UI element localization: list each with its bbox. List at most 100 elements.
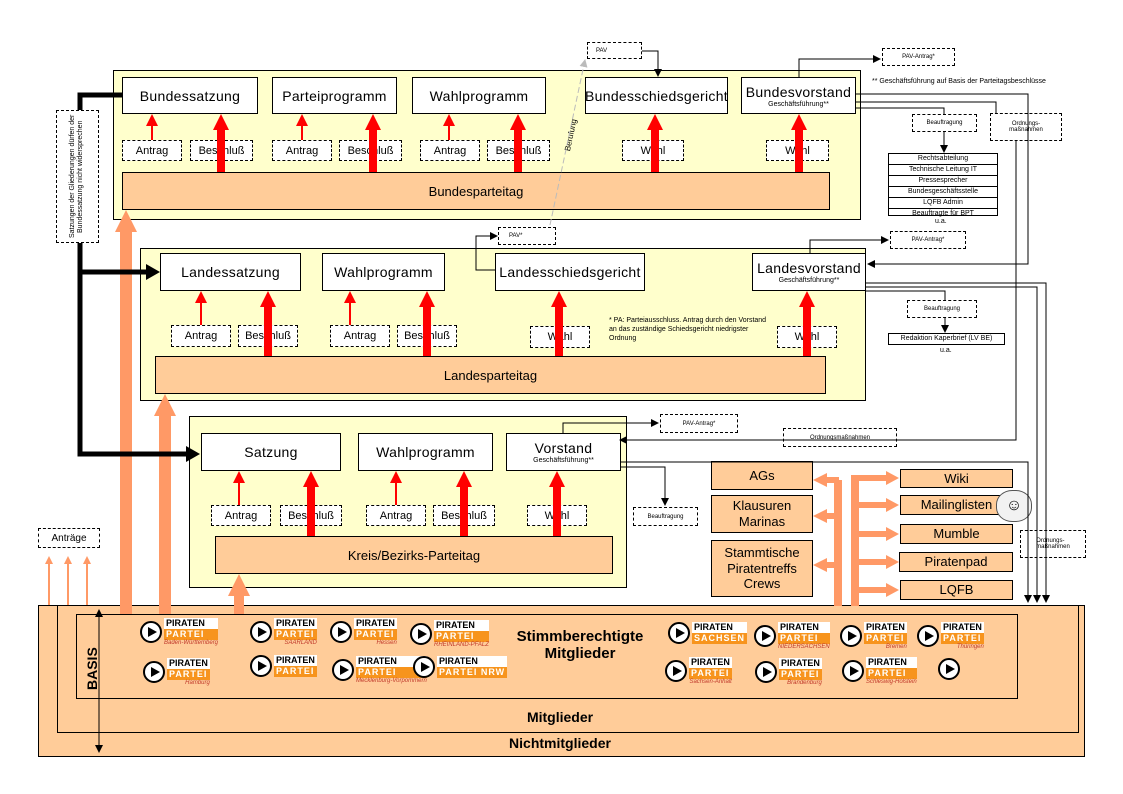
satzung-spine (77, 243, 188, 457)
pav-land-line (475, 232, 498, 271)
group-stammtische[interactable]: Stammtische Piratentreffs Crews (711, 540, 813, 597)
kreisparteitag[interactable]: Kreis/Bezirks-Parteitag (215, 536, 613, 574)
staff-item: Pressesprecher (889, 176, 997, 187)
pirate-flag-icon (917, 625, 939, 647)
pirate-flag-icon (143, 661, 165, 683)
land-antrag-1: Antrag (171, 325, 231, 347)
spine-top (77, 92, 122, 110)
staff-item: Technische Leitung IT (889, 165, 997, 176)
tool-bus-right (851, 475, 859, 606)
nichtmitglieder-label: Nichtmitglieder (509, 735, 611, 751)
red-arrow (213, 114, 229, 172)
spine-land-arrowhead (146, 264, 160, 280)
kreis-wahlprogramm-box[interactable]: Wahlprogramm (358, 433, 493, 471)
kreis-ordnung: Ordnungsmaßnahmen (783, 428, 897, 447)
right-ordnung: Ordnungs- maßnahmen (1020, 530, 1086, 558)
pav-antrag-kreis-line (562, 419, 659, 433)
spine-kreis-arrowhead (186, 446, 200, 462)
bund-wahlprogramm-box[interactable]: Wahlprogramm (412, 77, 546, 114)
tool-arrowhead (886, 583, 899, 597)
pirate-flag-icon (330, 621, 352, 643)
staff-item: LQFB Admin (889, 198, 997, 209)
kreis-right-line (621, 461, 1032, 603)
logo-bottom-text: PARTEI (356, 667, 427, 678)
red-arrow (419, 291, 435, 356)
bund-antrag-3: Antrag (420, 140, 480, 161)
red-arrow (799, 291, 815, 356)
lv-line-2 (866, 286, 1041, 603)
tool-wiki[interactable]: Wiki (900, 469, 1013, 488)
salmon-arrow (45, 556, 53, 605)
logo-region-text: RHEINLAND-PFALZ (434, 642, 489, 648)
tool-mailinglisten[interactable]: Mailinglisten (900, 495, 1013, 515)
pirate-flag-icon (410, 623, 432, 645)
tool-connector (855, 502, 890, 508)
salmon-arrows (45, 210, 899, 614)
antraege-box: Anträge (38, 528, 100, 548)
logo-bottom-text: PARTEI (164, 629, 219, 640)
logo-bottom-text: PARTEI (941, 633, 984, 644)
logo-top-text: PIRATEN (434, 620, 489, 631)
bv-line-3 (856, 107, 945, 114)
parteiprogramm-box[interactable]: Parteiprogramm (272, 77, 397, 114)
red-arrow (443, 114, 455, 140)
logo-top-text: PIRATEN (941, 622, 984, 633)
landesschiedsgericht-box[interactable]: Landesschiedsgericht (495, 253, 645, 291)
group-connector (825, 562, 839, 568)
kreis-antrag-1: Antrag (211, 505, 271, 526)
group-klausuren[interactable]: Klausuren Marinas (711, 495, 813, 533)
tool-connector (855, 531, 890, 537)
red-arrow (549, 471, 565, 536)
logo-region-text: Sachsen-Anhalt (689, 679, 732, 685)
land-wahlprogramm-box[interactable]: Wahlprogramm (322, 253, 445, 291)
landessatzung-box[interactable]: Landessatzung (160, 253, 301, 291)
logo-top-text: PIRATEN (692, 622, 748, 633)
landesparteitag[interactable]: Landesparteitag (155, 356, 826, 394)
logo-top-text: PIRATEN (866, 657, 917, 668)
pirate-flag-icon (754, 625, 776, 647)
red-arrow (791, 114, 807, 172)
pirate-flag-icon (140, 621, 162, 643)
logo-region-text: NIEDERSACHSEN (778, 644, 830, 650)
tool-lqfb[interactable]: LQFB (900, 580, 1013, 600)
tool-connector (855, 587, 890, 593)
tool-piratenpad[interactable]: Piratenpad (899, 552, 1013, 572)
bundessatzung-box[interactable]: Bundessatzung (122, 77, 258, 114)
logo-region-text: Schleswig-Holstein (866, 679, 917, 685)
bundesparteitag[interactable]: Bundesparteitag (122, 172, 830, 210)
satzung-box[interactable]: Satzung (201, 433, 341, 471)
pav-bund-line (642, 50, 662, 77)
staff-item: Redaktion Kaperbrief (LV BE) (900, 335, 993, 342)
kreis-pav-antrag: PAV-Antrag* (660, 414, 738, 433)
logo-region-text: Hessen (376, 640, 397, 646)
bundesschiedsgericht-box[interactable]: Bundesschiedsgericht (585, 77, 728, 114)
logo-bottom-text: PARTEI (779, 669, 822, 680)
logo-region-text: Baden-Württemberg (164, 640, 219, 646)
red-arrows (146, 114, 815, 536)
red-arrow (195, 291, 207, 325)
salmon-arrow (228, 574, 250, 614)
tool-arrowhead (886, 555, 899, 569)
logo-bottom-text: PARTEI NRW (437, 667, 508, 678)
lv-line-3 (866, 290, 946, 300)
tool-mumble[interactable]: Mumble (900, 524, 1013, 544)
red-arrow (647, 114, 663, 172)
staff-item: Bundesgeschäftsstelle (889, 187, 997, 198)
tool-connector (855, 559, 890, 565)
group-arrowhead (813, 509, 827, 523)
bv-line-2 (856, 101, 997, 113)
logo-region-text: SAARLAND (284, 640, 317, 646)
